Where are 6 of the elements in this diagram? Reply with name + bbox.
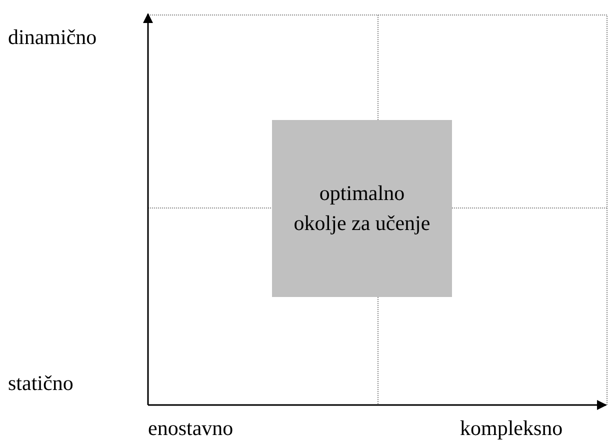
axis-label: kompleksno [460, 418, 563, 439]
highlight-box [272, 120, 452, 297]
axis-label: enostavno [148, 418, 234, 439]
axis-label: dinamično [8, 27, 97, 48]
box-text: optimalno okolje za učenje [292, 180, 432, 236]
axis-label: statično [8, 373, 74, 394]
